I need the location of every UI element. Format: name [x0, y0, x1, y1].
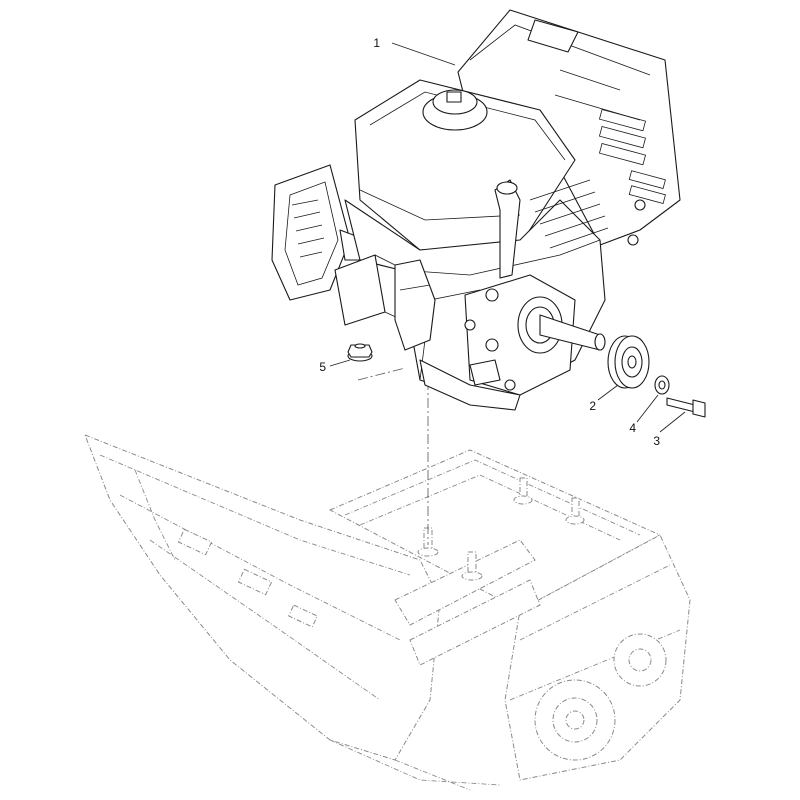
fuel-cap — [422, 89, 488, 131]
cylinder-fins — [529, 179, 609, 249]
bolt — [666, 397, 706, 418]
leader-line-5 — [329, 359, 351, 367]
callout-label-4: 4 — [629, 421, 636, 435]
callout-label-1: 1 — [373, 36, 380, 50]
engine — [271, 9, 681, 411]
callout-1: 1 — [373, 36, 456, 66]
leader-line-1 — [391, 42, 456, 66]
callout-4: 4 — [629, 394, 659, 435]
callout-label-3: 3 — [653, 434, 660, 448]
pto-shaft — [517, 296, 606, 354]
pulley — [607, 335, 650, 389]
washer — [654, 375, 670, 395]
leader-line-3 — [659, 411, 686, 433]
callout-3: 3 — [653, 411, 686, 448]
callout-2: 2 — [589, 384, 619, 413]
leader-line-2 — [597, 384, 619, 401]
leader-line-4 — [636, 394, 659, 423]
callout-label-5: 5 — [319, 360, 326, 374]
snowthrower-frame — [84, 434, 691, 791]
callout-label-2: 2 — [589, 399, 596, 413]
shroud-vents — [598, 108, 666, 204]
callout-5: 5 — [319, 359, 351, 374]
flange-nut — [347, 343, 373, 362]
nut-center-line — [357, 367, 406, 381]
